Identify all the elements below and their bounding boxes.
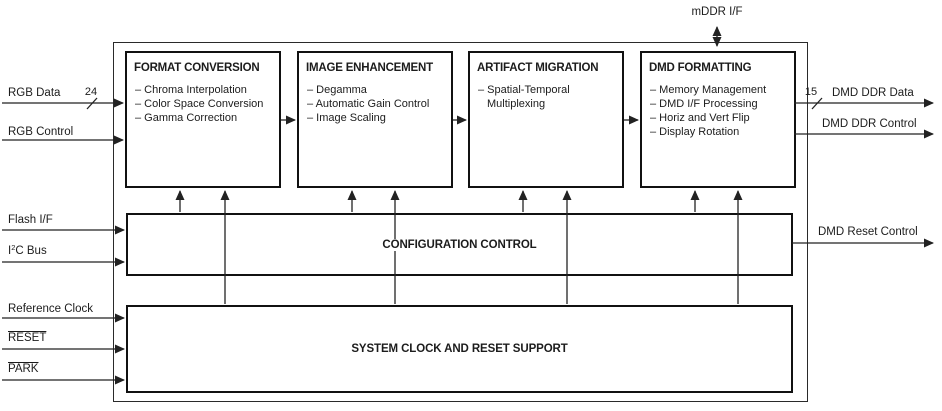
block-item: – Image Scaling xyxy=(307,112,386,124)
i2c-base: I xyxy=(8,245,12,257)
block-image-enhancement: IMAGE ENHANCEMENT – Degamma – Automatic … xyxy=(297,51,453,188)
block-item: – Automatic Gain Control xyxy=(307,98,430,110)
block-item-list: – Chroma Interpolation – Color Space Con… xyxy=(127,74,279,125)
port-label-rgb-data: RGB Data xyxy=(8,87,61,99)
port-label-i2c-bus: I2C Bus xyxy=(8,243,47,258)
port-label-flash-if: Flash I/F xyxy=(8,214,53,226)
bus-slash-rgb-data xyxy=(86,97,98,110)
port-label-reference-clock: Reference Clock xyxy=(8,303,94,315)
block-item: – Color Space Conversion xyxy=(135,98,264,110)
block-title: FORMAT CONVERSION xyxy=(134,62,260,74)
block-item: – Gamma Correction xyxy=(135,112,238,124)
port-label-dmd-ddr-control: DMD DDR Control xyxy=(822,118,917,130)
i2c-superscript: 2 xyxy=(11,243,16,252)
block-item: – DMD I/F Processing xyxy=(650,98,758,110)
block-format-conversion: FORMAT CONVERSION – Chroma Interpolation… xyxy=(125,51,281,188)
block-title: DMD FORMATTING xyxy=(649,62,752,74)
i2c-rest: C Bus xyxy=(15,245,47,257)
block-item: – Chroma Interpolation xyxy=(135,84,247,96)
block-item-list: – Degamma – Automatic Gain Control – Ima… xyxy=(299,74,451,125)
block-title: IMAGE ENHANCEMENT xyxy=(306,62,433,74)
block-item: – Degamma xyxy=(307,84,367,96)
block-item: – Spatial-Temporal Multiplexing xyxy=(478,84,570,110)
bus-slash-dmd-ddr-data xyxy=(811,97,823,110)
port-label-dmd-ddr-data: DMD DDR Data xyxy=(832,87,914,99)
bar-configuration-control xyxy=(126,213,793,276)
port-label-rgb-control: RGB Control xyxy=(8,126,74,138)
port-label-mddr-if: mDDR I/F xyxy=(691,6,743,18)
block-title: ARTIFACT MIGRATION xyxy=(477,62,599,74)
bar-system-clock-reset xyxy=(126,305,793,393)
block-item-list: – Memory Management – DMD I/F Processing… xyxy=(642,74,794,139)
bus-width-dmd-ddr-data: 15 xyxy=(804,86,818,98)
port-label-reset-active-low: RESET xyxy=(8,332,47,344)
block-item: – Memory Management xyxy=(650,84,767,96)
bus-width-rgb-data: 24 xyxy=(84,86,98,98)
block-dmd-formatting: DMD FORMATTING – Memory Management – DMD… xyxy=(640,51,796,188)
block-item-list: – Spatial-Temporal Multiplexing xyxy=(470,74,622,111)
block-artifact-migration: ARTIFACT MIGRATION – Spatial-Temporal Mu… xyxy=(468,51,624,188)
port-label-dmd-reset-control: DMD Reset Control xyxy=(818,226,918,238)
port-label-park-active-low: PARK xyxy=(8,363,39,375)
block-item: – Horiz and Vert Flip xyxy=(650,112,750,124)
block-item: – Display Rotation xyxy=(650,126,740,138)
